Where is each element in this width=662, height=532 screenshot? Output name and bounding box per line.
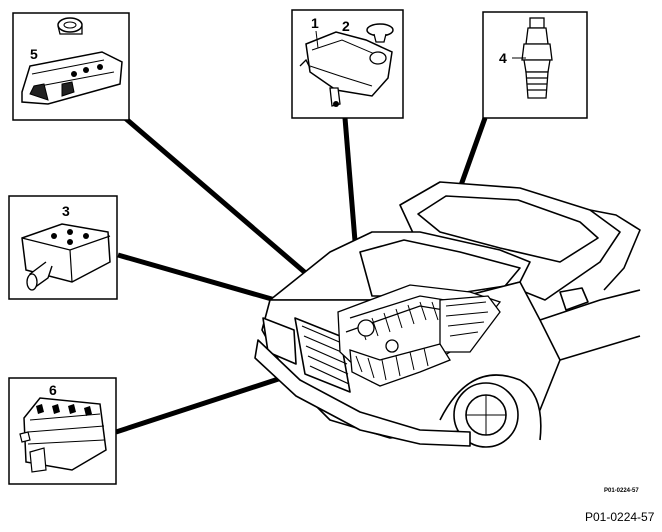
callout-5: 5 [30, 46, 38, 62]
detail-box-3: 3 [8, 195, 118, 300]
figure-reference: P01-0224-57 [585, 510, 655, 524]
callout-2: 2 [342, 18, 350, 34]
detail-box-6: 6 [8, 377, 117, 485]
engine-assembly [337, 284, 502, 387]
detail-box-4: 4 [482, 11, 588, 119]
coolant-temp-sensor [521, 17, 553, 99]
callout-1: 1 [311, 15, 319, 31]
detail-box-1-2: 1 2 [291, 9, 404, 119]
side-mirror [559, 287, 589, 311]
detail-box-5: 5 [12, 12, 130, 121]
callout-3: 3 [62, 203, 70, 219]
radiator-grille [294, 317, 351, 393]
callout-6: 6 [49, 382, 57, 398]
cylinder-head-cover [21, 51, 123, 105]
callout-4: 4 [499, 50, 507, 66]
figure-ref-small: P01-0224-57 [604, 488, 639, 494]
coolant-expansion-tank [305, 31, 393, 97]
